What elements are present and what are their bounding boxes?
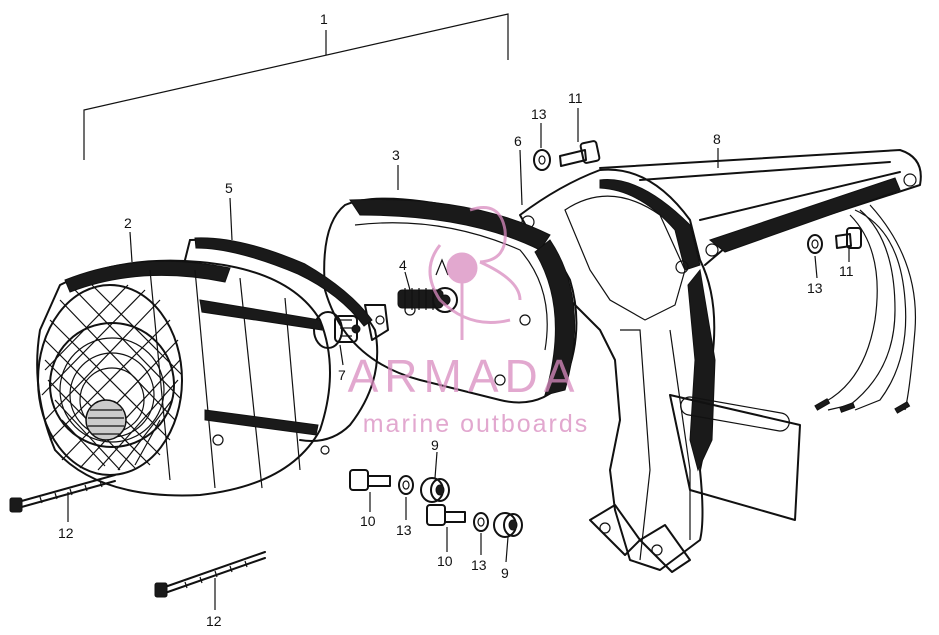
bolt-11-right	[835, 227, 862, 249]
bolt-10-lower	[426, 504, 466, 526]
lens-grid	[41, 284, 183, 471]
callout-2: 2	[124, 215, 132, 231]
lens-gasket	[184, 237, 379, 442]
callout-10-lower: 10	[437, 553, 453, 569]
callout-13-top: 13	[531, 106, 547, 122]
callout-12-upper: 12	[58, 525, 74, 541]
callout-11-right: 11	[839, 263, 854, 279]
callout-13-mid: 13	[396, 522, 412, 538]
watermark-tagline: marine outboards	[363, 410, 590, 438]
mounting-bracket	[519, 149, 922, 573]
callout-7: 7	[338, 367, 346, 383]
washer-13-top	[533, 149, 551, 171]
callout-3: 3	[392, 147, 400, 163]
nut-9-lower	[493, 512, 523, 538]
callout-12-lower: 12	[206, 613, 222, 629]
bolt-10-left	[349, 469, 391, 491]
watermark-brand: ARMADA	[348, 350, 581, 402]
callout-8: 8	[713, 131, 721, 147]
callout-13-lower: 13	[471, 557, 487, 573]
bulb	[313, 304, 389, 349]
callout-10-left: 10	[360, 513, 376, 529]
bolt-11-top	[559, 140, 601, 167]
callout-1: 1	[320, 11, 328, 27]
bulb-socket	[397, 258, 458, 313]
tail-lamp-lens	[36, 259, 331, 497]
callout-4: 4	[399, 257, 407, 273]
callout-labels: 1 2 3 4 5 6 7 8 9 9 10 10 11 11 12 12 13…	[58, 11, 854, 629]
callout-13-right: 13	[807, 280, 823, 296]
lens-screws	[9, 474, 266, 598]
callout-5: 5	[225, 180, 233, 196]
watermark: ARMADA marine outboards	[348, 206, 590, 438]
watermark-logo	[428, 206, 522, 340]
callout-11-top: 11	[568, 90, 583, 106]
callout-6: 6	[514, 133, 522, 149]
leader-lines	[67, 13, 850, 610]
nut-9-mid	[420, 477, 450, 503]
callout-9-mid: 9	[431, 437, 439, 453]
washer-13-right	[807, 234, 823, 254]
lamp-base-housing	[323, 197, 578, 404]
callout-9-lower: 9	[501, 565, 509, 581]
washer-13-mid	[398, 475, 414, 495]
washer-13-lower	[473, 512, 489, 532]
